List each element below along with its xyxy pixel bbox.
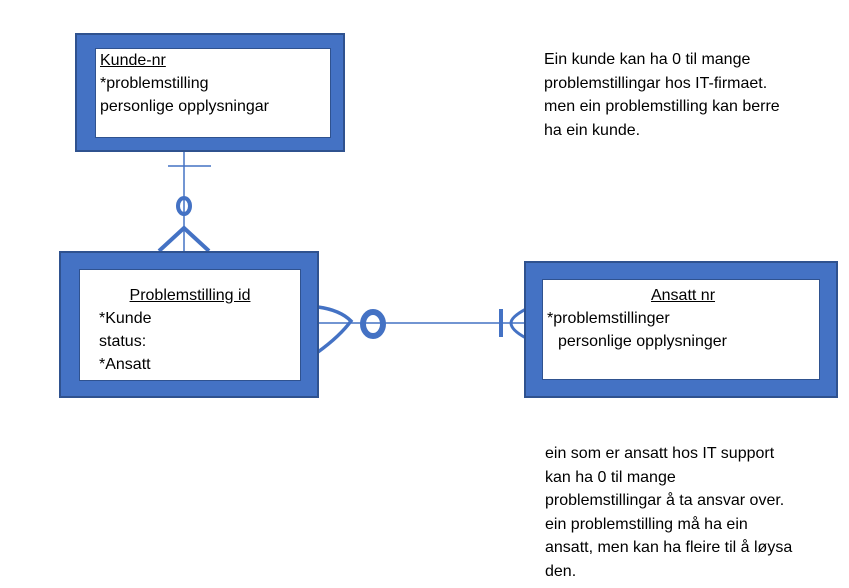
zero-optional-circle	[360, 309, 386, 339]
note-line: ansatt, men kan ha fleire til å løysa	[545, 539, 793, 556]
kunde-attribute: personlige opplysningar	[100, 98, 269, 115]
note-line: ein som er ansatt hos IT support	[545, 445, 775, 462]
problemstilling-attribute: *Kunde	[99, 310, 152, 327]
ansatt-attribute: personlige opplysninger	[558, 333, 727, 350]
crows-foot-many	[509, 307, 527, 340]
note-line: Ein kunde kan ha 0 til mange	[544, 51, 751, 68]
kunde-attribute: *problemstilling	[100, 75, 209, 92]
ansatt-entity: Ansatt nr *problemstillinger personlige …	[524, 261, 838, 398]
note-line: problemstillingar hos IT-firmaet.	[544, 74, 768, 92]
kunde-problemstilling-relationship	[157, 151, 211, 253]
kunde-entity-body: Kunde-nr *problemstilling personlige opp…	[95, 48, 331, 138]
note-line: ein problemstilling må ha ein	[545, 515, 748, 533]
note-line: ha ein kunde.	[544, 121, 641, 139]
note-line: problemstillingar å ta ansvar over.	[545, 492, 785, 509]
note-line: kan ha 0 til mange	[545, 468, 676, 486]
problemstilling-attribute: *Ansatt	[99, 356, 151, 373]
kunde-relationship-note: Ein kunde kan ha 0 til mange problemstil…	[544, 48, 780, 142]
crows-foot-many	[157, 225, 211, 253]
ansatt-entity-body: Ansatt nr *problemstillinger personlige …	[542, 279, 820, 380]
kunde-entity-header: Kunde-nr	[100, 52, 166, 69]
note-line: men ein problemstilling kan berre	[544, 98, 780, 115]
problemstilling-ansatt-relationship	[316, 305, 527, 354]
ansatt-entity-header: Ansatt nr	[650, 287, 716, 304]
ansatt-relationship-note: ein som er ansatt hos IT support kan ha …	[545, 442, 792, 583]
problemstilling-entity-header: Problemstilling id	[129, 287, 251, 304]
kunde-entity: Kunde-nr *problemstilling personlige opp…	[75, 33, 345, 152]
problemstilling-attribute: status:	[99, 333, 147, 350]
zero-optional-circle	[176, 196, 192, 216]
problemstilling-entity: Problemstilling id *Kunde status: *Ansat…	[59, 251, 319, 398]
crows-foot-many	[316, 305, 354, 354]
note-line: den.	[545, 562, 577, 580]
ansatt-attribute: *problemstillinger	[547, 310, 670, 327]
problemstilling-entity-body: Problemstilling id *Kunde status: *Ansat…	[79, 269, 301, 381]
